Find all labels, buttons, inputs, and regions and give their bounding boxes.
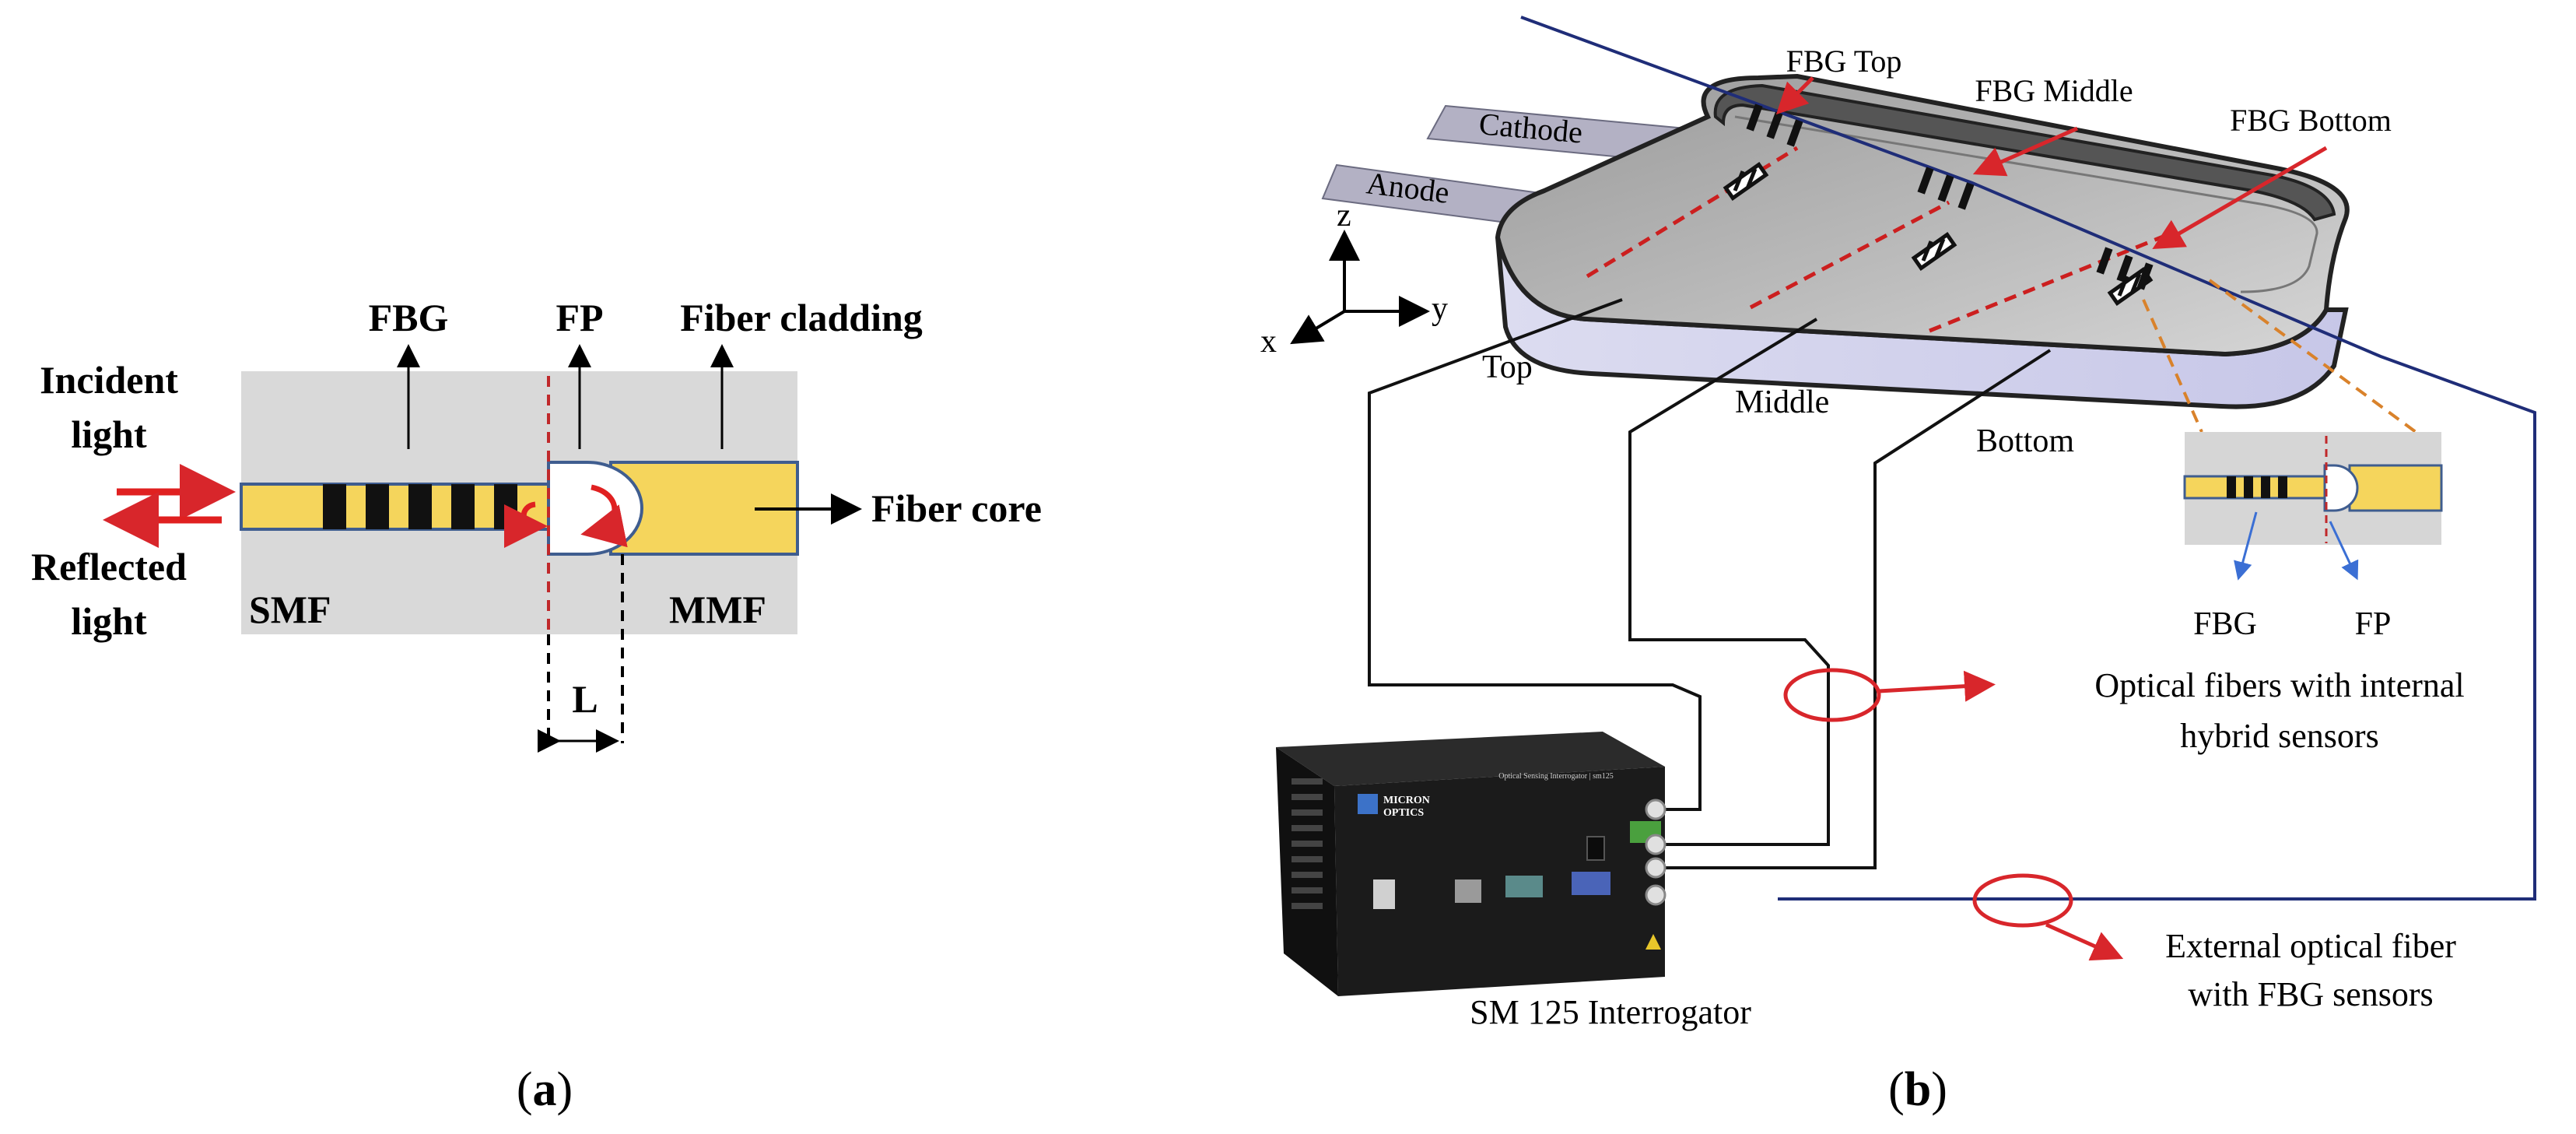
fbg-middle-arrow-icon [1972,126,2079,177]
internal-fibers-callout-arrow-icon [1878,670,1996,702]
device-serial-port [1505,876,1543,897]
panel-b: z y x FBG FP [1260,16,2536,1116]
panel-a-caption: (a) [517,1063,573,1116]
inset-fp-cavity [2323,464,2359,512]
internal-fiber-middle-dashed [1749,200,1950,310]
mmf-label: MMF [669,588,766,631]
internal-fibers-label-line2: hybrid sensors [2180,717,2378,755]
fbg-bottom-marks [2096,247,2154,290]
cell-inner-rim [1734,115,2318,293]
reflected-light-label-line2: light [71,599,147,643]
external-fiber-label-line1: External optical fiber [2165,927,2456,965]
device-usb-port [1373,879,1395,909]
top-layer-label: Top [1482,349,1533,385]
lead-fiber-bottom [1665,349,2052,869]
panel-a: FBG FP Fiber cladding Incident light Ref… [31,296,1042,1116]
smf-label: SMF [249,588,331,631]
axis-z-label: z [1337,198,1351,233]
fbg-top-label: FBG Top [1786,44,1902,79]
external-fiber-callout-ellipse [1972,873,2073,928]
device-front-face [1334,767,1665,996]
device-ethernet-port [1455,879,1481,903]
device-brand-line1: MICRON [1383,795,1430,806]
internal-fiber-bottom-dashed [1929,231,2171,333]
device-fiber-port-4 [1645,884,1667,906]
device-fiber-port-1 [1645,799,1667,820]
fiber-core-label: Fiber core [871,486,1042,530]
inset-dashed-connector-left [2142,299,2203,433]
device-brand-line2: OPTICS [1383,807,1424,819]
bottom-layer-label: Bottom [1976,423,2074,459]
cell-back-wall [1713,83,2336,222]
panel-b-caption: (b) [1888,1063,1947,1116]
fiber-cladding-label: Fiber cladding [680,296,923,339]
device-power-switch [1586,836,1605,861]
middle-layer-label: Middle [1735,384,1829,420]
inset-fbg-label: FBG [2193,606,2257,642]
device-logo-icon [1358,794,1378,814]
fp-reflection-arrow-icon [580,484,628,548]
interrogator-device: MICRON OPTICS Optical Sensing Interrogat… [1276,732,1667,996]
interrogator-label: SM 125 Interrogator [1470,993,1751,1031]
internal-fibers-callout-ellipse [1783,668,1881,722]
incident-light-label-line1: Incident [40,358,178,402]
fp-cavity [547,461,643,556]
inset-smf-core [2183,475,2326,500]
fbg-middle-marks [1917,167,1975,210]
length-label: L [572,677,598,721]
fbg-top-arrow-icon [1775,76,1814,115]
incident-light-label-line2: light [71,413,147,456]
device-warning-icon [1645,934,1661,950]
inset-fbg-pointer-arrow-icon [2234,511,2258,581]
internal-fibers-label-line1: Optical fibers with internal [2094,666,2464,704]
inset-mmf-core [2348,464,2443,512]
embedded-sensor-top-icon [1723,162,1769,201]
inset-fbg-grating [2227,476,2287,498]
external-optical-fiber [1520,16,2536,901]
fbg-bottom-label: FBG Bottom [2230,103,2392,138]
embedded-sensor-middle-icon [1911,232,1957,271]
fbg-label: FBG [369,296,449,339]
device-top-face [1276,732,1665,786]
device-fiber-port-3 [1645,857,1667,879]
external-fiber-callout-arrow-icon [2045,922,2124,961]
lead-fiber-top [1368,298,1702,811]
inset-fp-pointer-arrow-icon [2329,521,2359,581]
axis-y-label: y [1432,291,1448,327]
inset-dashed-connector-right [2208,279,2417,434]
fbg-middle-label: FBG Middle [1975,73,2133,108]
fbg-bottom-arrow-icon [2152,146,2328,250]
fbg-reflection-arrow-icon [503,501,548,548]
fp-label: FP [556,296,603,339]
device-fiber-port-2 [1645,834,1667,855]
device-vga-port [1572,872,1610,895]
external-fiber-label-line2: with FBG sensors [2188,975,2433,1013]
axis-x-label: x [1260,324,1277,360]
inset-fp-label: FP [2355,606,2392,642]
axis-x-arrow-icon [1290,310,1346,345]
device-model-text: Optical Sensing Interrogator | sm125 [1498,772,1614,781]
device-vent-grille [1292,778,1323,909]
lead-fiber-middle [1628,318,1830,846]
reflected-light-label-line1: Reflected [31,545,187,588]
fbg-top-marks [1746,104,1803,147]
